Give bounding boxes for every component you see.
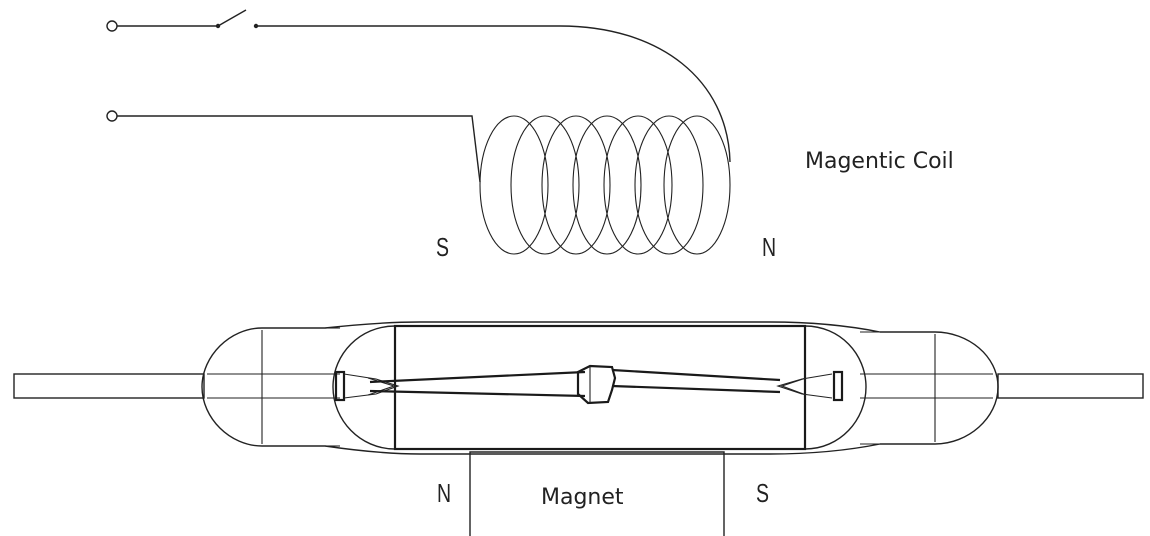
coil-label: Magentic Coil: [805, 149, 954, 174]
top-wire-right: [256, 25, 731, 163]
coil-loops: [479, 115, 731, 255]
reed-body: [393, 324, 807, 451]
switch-blade: [217, 9, 247, 27]
magnet-left-pole-label: N: [437, 478, 451, 507]
coil-circuit: Magentic Coil S N: [106, 9, 954, 262]
right-lead: [997, 373, 1144, 399]
glass-envelope-outer: [201, 321, 999, 455]
reed-switch: [13, 321, 1144, 455]
magnet-right-pole-label: S: [756, 478, 769, 507]
coil-left-pole-label: S: [436, 232, 449, 261]
coil-right-pole-label: N: [762, 232, 776, 261]
magnet-body: [469, 451, 725, 536]
magnet-label: Magnet: [541, 485, 624, 510]
bottom-wire: [117, 115, 481, 183]
left-reed-blade: [343, 364, 617, 405]
magnet: Magnet N S: [437, 451, 769, 536]
left-lead: [13, 373, 205, 399]
top-terminal: [106, 20, 118, 32]
bottom-terminal: [106, 110, 118, 122]
right-reed-blade: [611, 368, 833, 399]
